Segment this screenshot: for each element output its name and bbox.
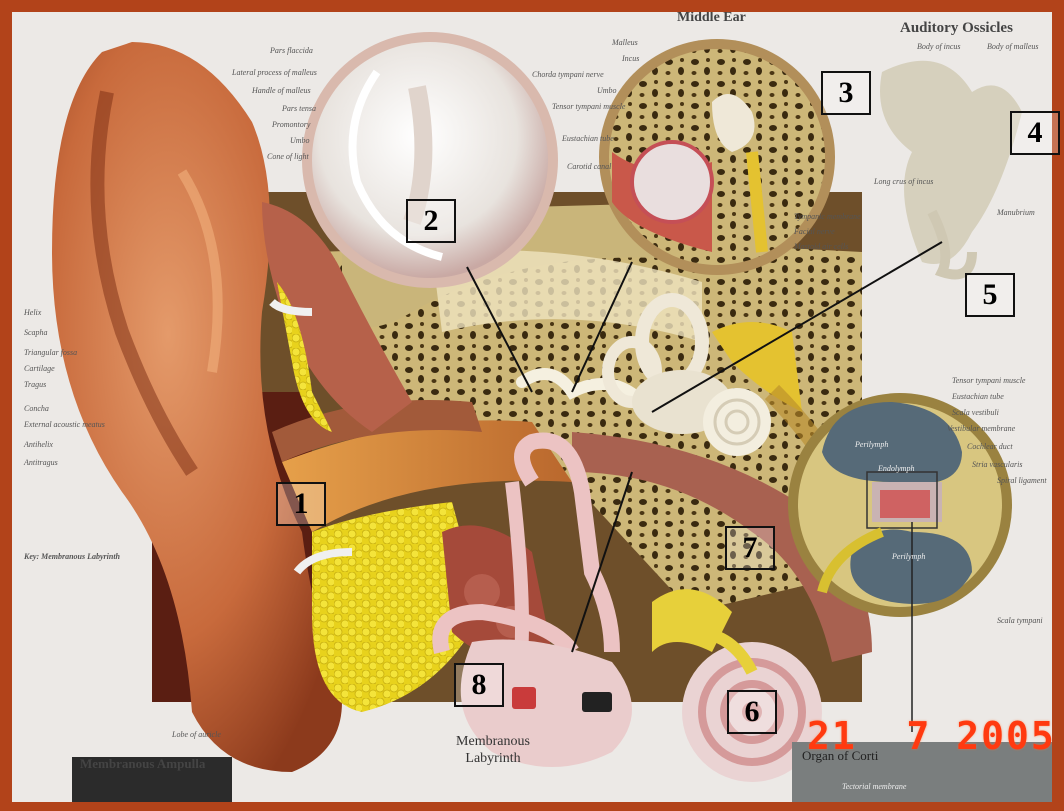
label-pars-flaccida: Pars flaccida [270, 46, 313, 55]
label-external-meatus: External acoustic meatus [24, 420, 105, 429]
label-perilymph-top: Perilymph [855, 440, 888, 449]
label-umbo: Umbo [290, 136, 310, 145]
label-promontory: Promontory [272, 120, 310, 129]
label-long-crus-incus: Long crus of incus [874, 177, 933, 186]
label-mastoid-air-cells: Mastoid air cells [794, 242, 848, 251]
label-concha: Concha [24, 404, 49, 413]
label-eustachian-tube: Eustachian tube [562, 134, 614, 143]
label-antihelix: Antihelix [24, 440, 53, 449]
label-carotid-canal: Carotid canal [567, 162, 611, 171]
ear-anatomy-illustration [12, 12, 1052, 802]
label-tensor-tympani: Tensor tympani muscle [552, 102, 625, 111]
marker-box-6: 6 [727, 690, 777, 734]
label-perilymph-bottom: Perilymph [892, 552, 925, 561]
marker-box-4: 4 [1010, 111, 1060, 155]
label-scala-tympani: Scala tympani [997, 616, 1043, 625]
auditory-ossicles-heading: Auditory Ossicles [900, 20, 1013, 37]
label-stria-vascularis: Stria vascularis [972, 460, 1022, 469]
label-malleus: Malleus [612, 38, 638, 47]
label-endolymph: Endolymph [878, 464, 914, 473]
middle-ear-heading: Middle Ear [677, 12, 746, 26]
label-lobe-of-auricle: Lobe of auricle [172, 730, 221, 739]
label-body-of-incus: Body of incus [917, 42, 961, 51]
label-spiral-ligament: Spiral ligament [997, 476, 1047, 485]
label-key-title: Key: Membranous Labyrinth [24, 552, 120, 561]
label-tragus: Tragus [24, 380, 46, 389]
label-pars-tensa: Pars tensa [282, 104, 316, 113]
label-manubrium: Manubrium [997, 208, 1035, 217]
marker-box-3: 3 [821, 71, 871, 115]
label-lateral-process: Lateral process of malleus [232, 68, 317, 77]
membranous-ampulla-heading: Membranous Ampulla [80, 756, 205, 772]
marker-box-7: 7 [725, 526, 775, 570]
label-tensor-tympani-2: Tensor tympani muscle [952, 376, 1025, 385]
label-cone-of-light: Cone of light [267, 152, 309, 161]
label-antitragus: Antitragus [24, 458, 58, 467]
label-body-of-malleus: Body of malleus [987, 42, 1039, 51]
label-tympanic-membrane: Tympanic membrane [794, 212, 861, 221]
label-scala-vestibuli: Scala vestibuli [952, 408, 999, 417]
label-eustachian-tube-2: Eustachian tube [952, 392, 1004, 401]
marker-box-1: 1 [276, 482, 326, 526]
label-facial-nerve: Facial nerve [794, 227, 835, 236]
label-scapha: Scapha [24, 328, 48, 337]
label-vestibular-membrane: Vestibular membrane [947, 424, 1015, 433]
label-cartilage: Cartilage [24, 364, 55, 373]
membranous-labyrinth-caption: Membranous Labyrinth [438, 734, 548, 768]
marker-box-5: 5 [965, 273, 1015, 317]
label-chorda-tympani: Chorda tympani nerve [532, 70, 604, 79]
marker-box-2: 2 [406, 199, 456, 243]
label-incus: Incus [622, 54, 639, 63]
anatomy-poster: Middle Ear Auditory Ossicles Membranous … [12, 12, 1052, 802]
marker-box-8: 8 [454, 663, 504, 707]
label-helix: Helix [24, 308, 41, 317]
label-umbo-2: Umbo [597, 86, 617, 95]
label-triangular-fossa: Triangular fossa [24, 348, 77, 357]
label-cochlear-duct: Cochlear duct [967, 442, 1013, 451]
label-tectorial-membrane: Tectorial membrane [842, 782, 906, 791]
camera-date-stamp: 21 7 2005 [807, 714, 1052, 758]
label-handle-malleus: Handle of malleus [252, 86, 311, 95]
